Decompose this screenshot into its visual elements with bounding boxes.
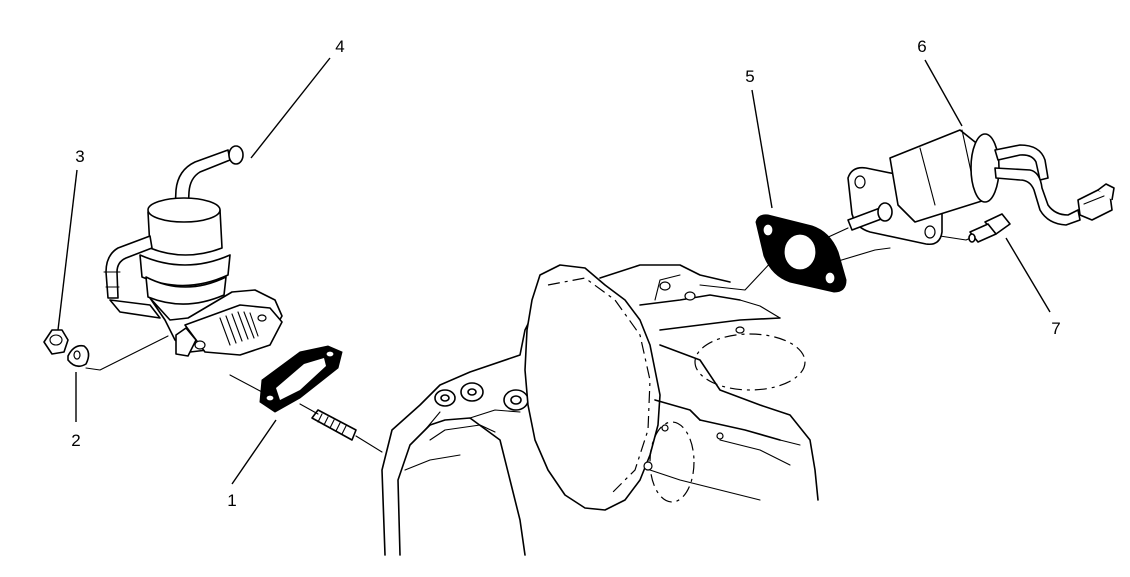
callout-4: 4 [335,37,344,56]
callout-1: 1 [227,491,236,510]
leader-lines [57,57,1051,485]
hose-fitting [968,213,1011,243]
fuel-shutoff-solenoid [847,129,1115,246]
pump-stud [311,409,357,441]
callout-7: 7 [1051,319,1060,338]
pump-gasket [259,345,343,413]
callout-5: 5 [745,67,754,86]
fuel-pump-assembly [103,145,283,357]
callout-3: 3 [75,147,84,166]
callout-2: 2 [71,431,80,450]
engine-block [381,264,819,556]
lock-washer [67,344,90,368]
solenoid-gasket [755,214,847,293]
hex-nut [43,329,69,355]
callout-6: 6 [917,37,926,56]
